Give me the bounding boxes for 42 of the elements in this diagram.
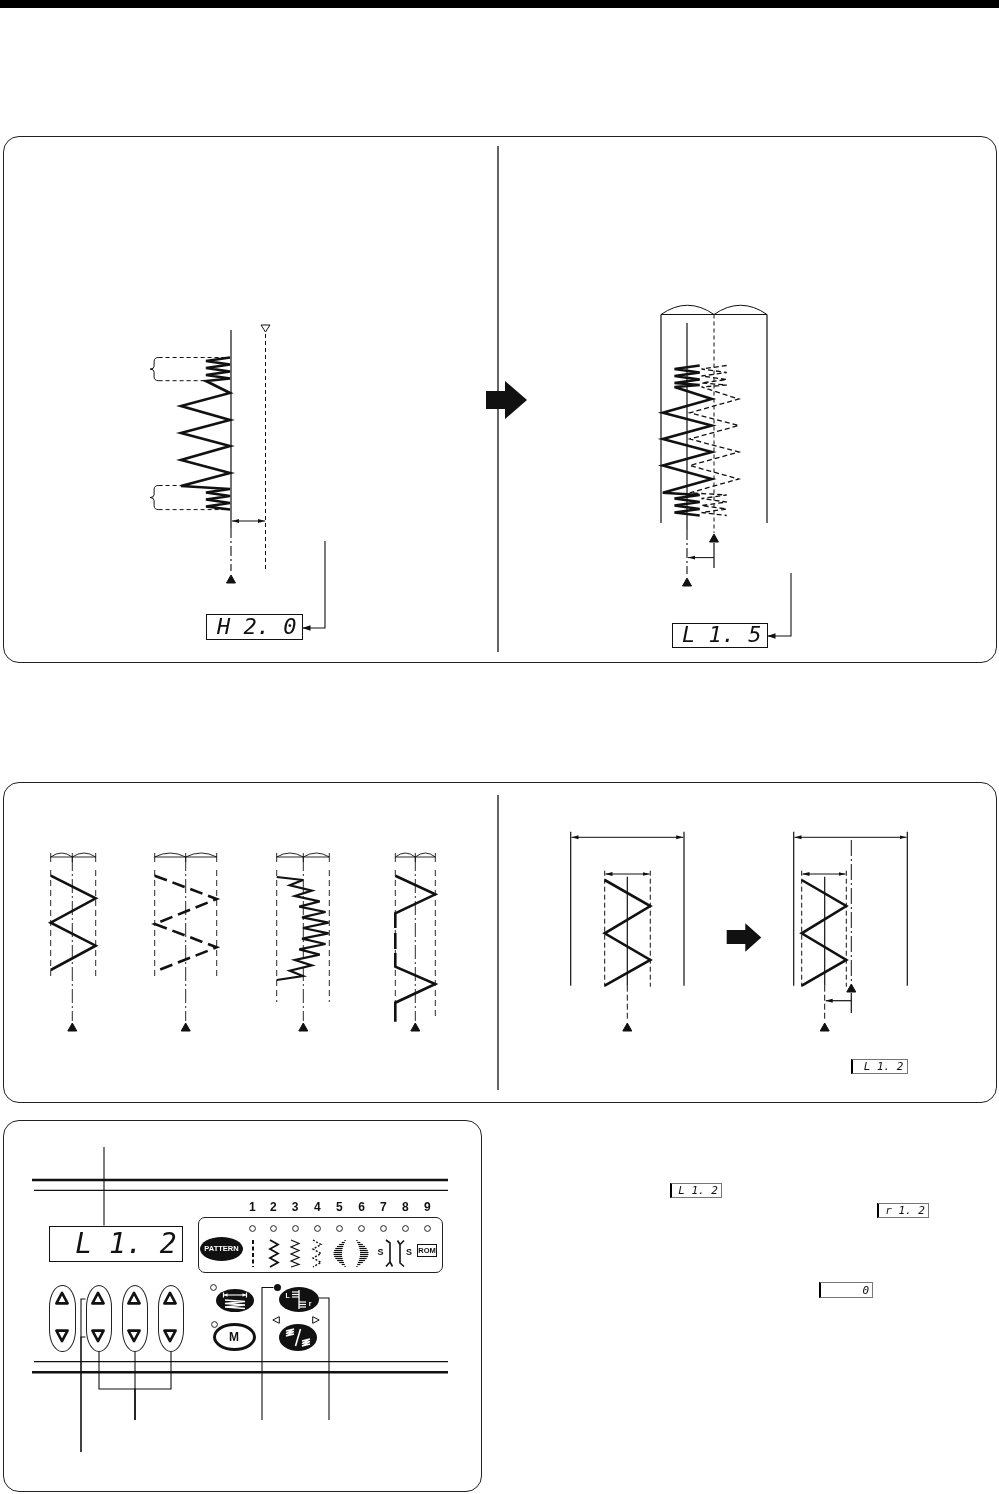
pattern-number: 4 [313, 1201, 321, 1213]
display-reading: L 1. 2 [75, 1229, 177, 1258]
lcd-display [670, 1183, 722, 1198]
leader-line [103, 1146, 105, 1227]
figure-panel [3, 782, 997, 1103]
display-reading: L 1. 5 [682, 624, 762, 646]
figure-panel [3, 136, 997, 663]
pattern-number: 8 [401, 1201, 409, 1213]
mirror-button [278, 1323, 317, 1351]
lcd-display [48, 1225, 183, 1262]
m-button: M [212, 1322, 256, 1351]
display-reading: H 2. 0 [217, 615, 297, 638]
display-reading: 0 [862, 1284, 869, 1296]
leader-line [80, 1336, 87, 1453]
leader-line [301, 540, 326, 631]
up-down-key [48, 1284, 76, 1352]
stitch-letter: S [377, 1247, 384, 1257]
up-down-key [85, 1284, 112, 1352]
display-reading: r 1. 2 [885, 1205, 925, 1216]
pattern-number: 7 [379, 1201, 387, 1213]
pattern-number: 5 [335, 1201, 343, 1213]
pattern-number: 3 [291, 1201, 299, 1213]
pattern-number: 1 [248, 1201, 256, 1213]
leader-line [317, 1297, 330, 1421]
display-reading: L 1. 2 [678, 1185, 718, 1196]
up-down-key [121, 1284, 148, 1352]
indicator-light-icon [273, 1283, 281, 1291]
display-reading: L 1. 2 [863, 1060, 904, 1072]
lcd-display [819, 1282, 873, 1298]
up-down-key [157, 1284, 184, 1352]
stitch-width-button [215, 1288, 254, 1312]
pattern-number: 6 [358, 1201, 366, 1213]
pattern-number: 9 [423, 1201, 431, 1213]
leader-line [134, 1350, 172, 1421]
leader-line [261, 1286, 275, 1421]
leader-line [766, 572, 792, 639]
lcd-display [671, 622, 768, 648]
figure-panel [3, 1120, 482, 1492]
lcd-display [877, 1203, 929, 1218]
lcd-display [850, 1058, 908, 1074]
lcd-display [205, 613, 303, 640]
pattern-number: 2 [269, 1201, 277, 1213]
